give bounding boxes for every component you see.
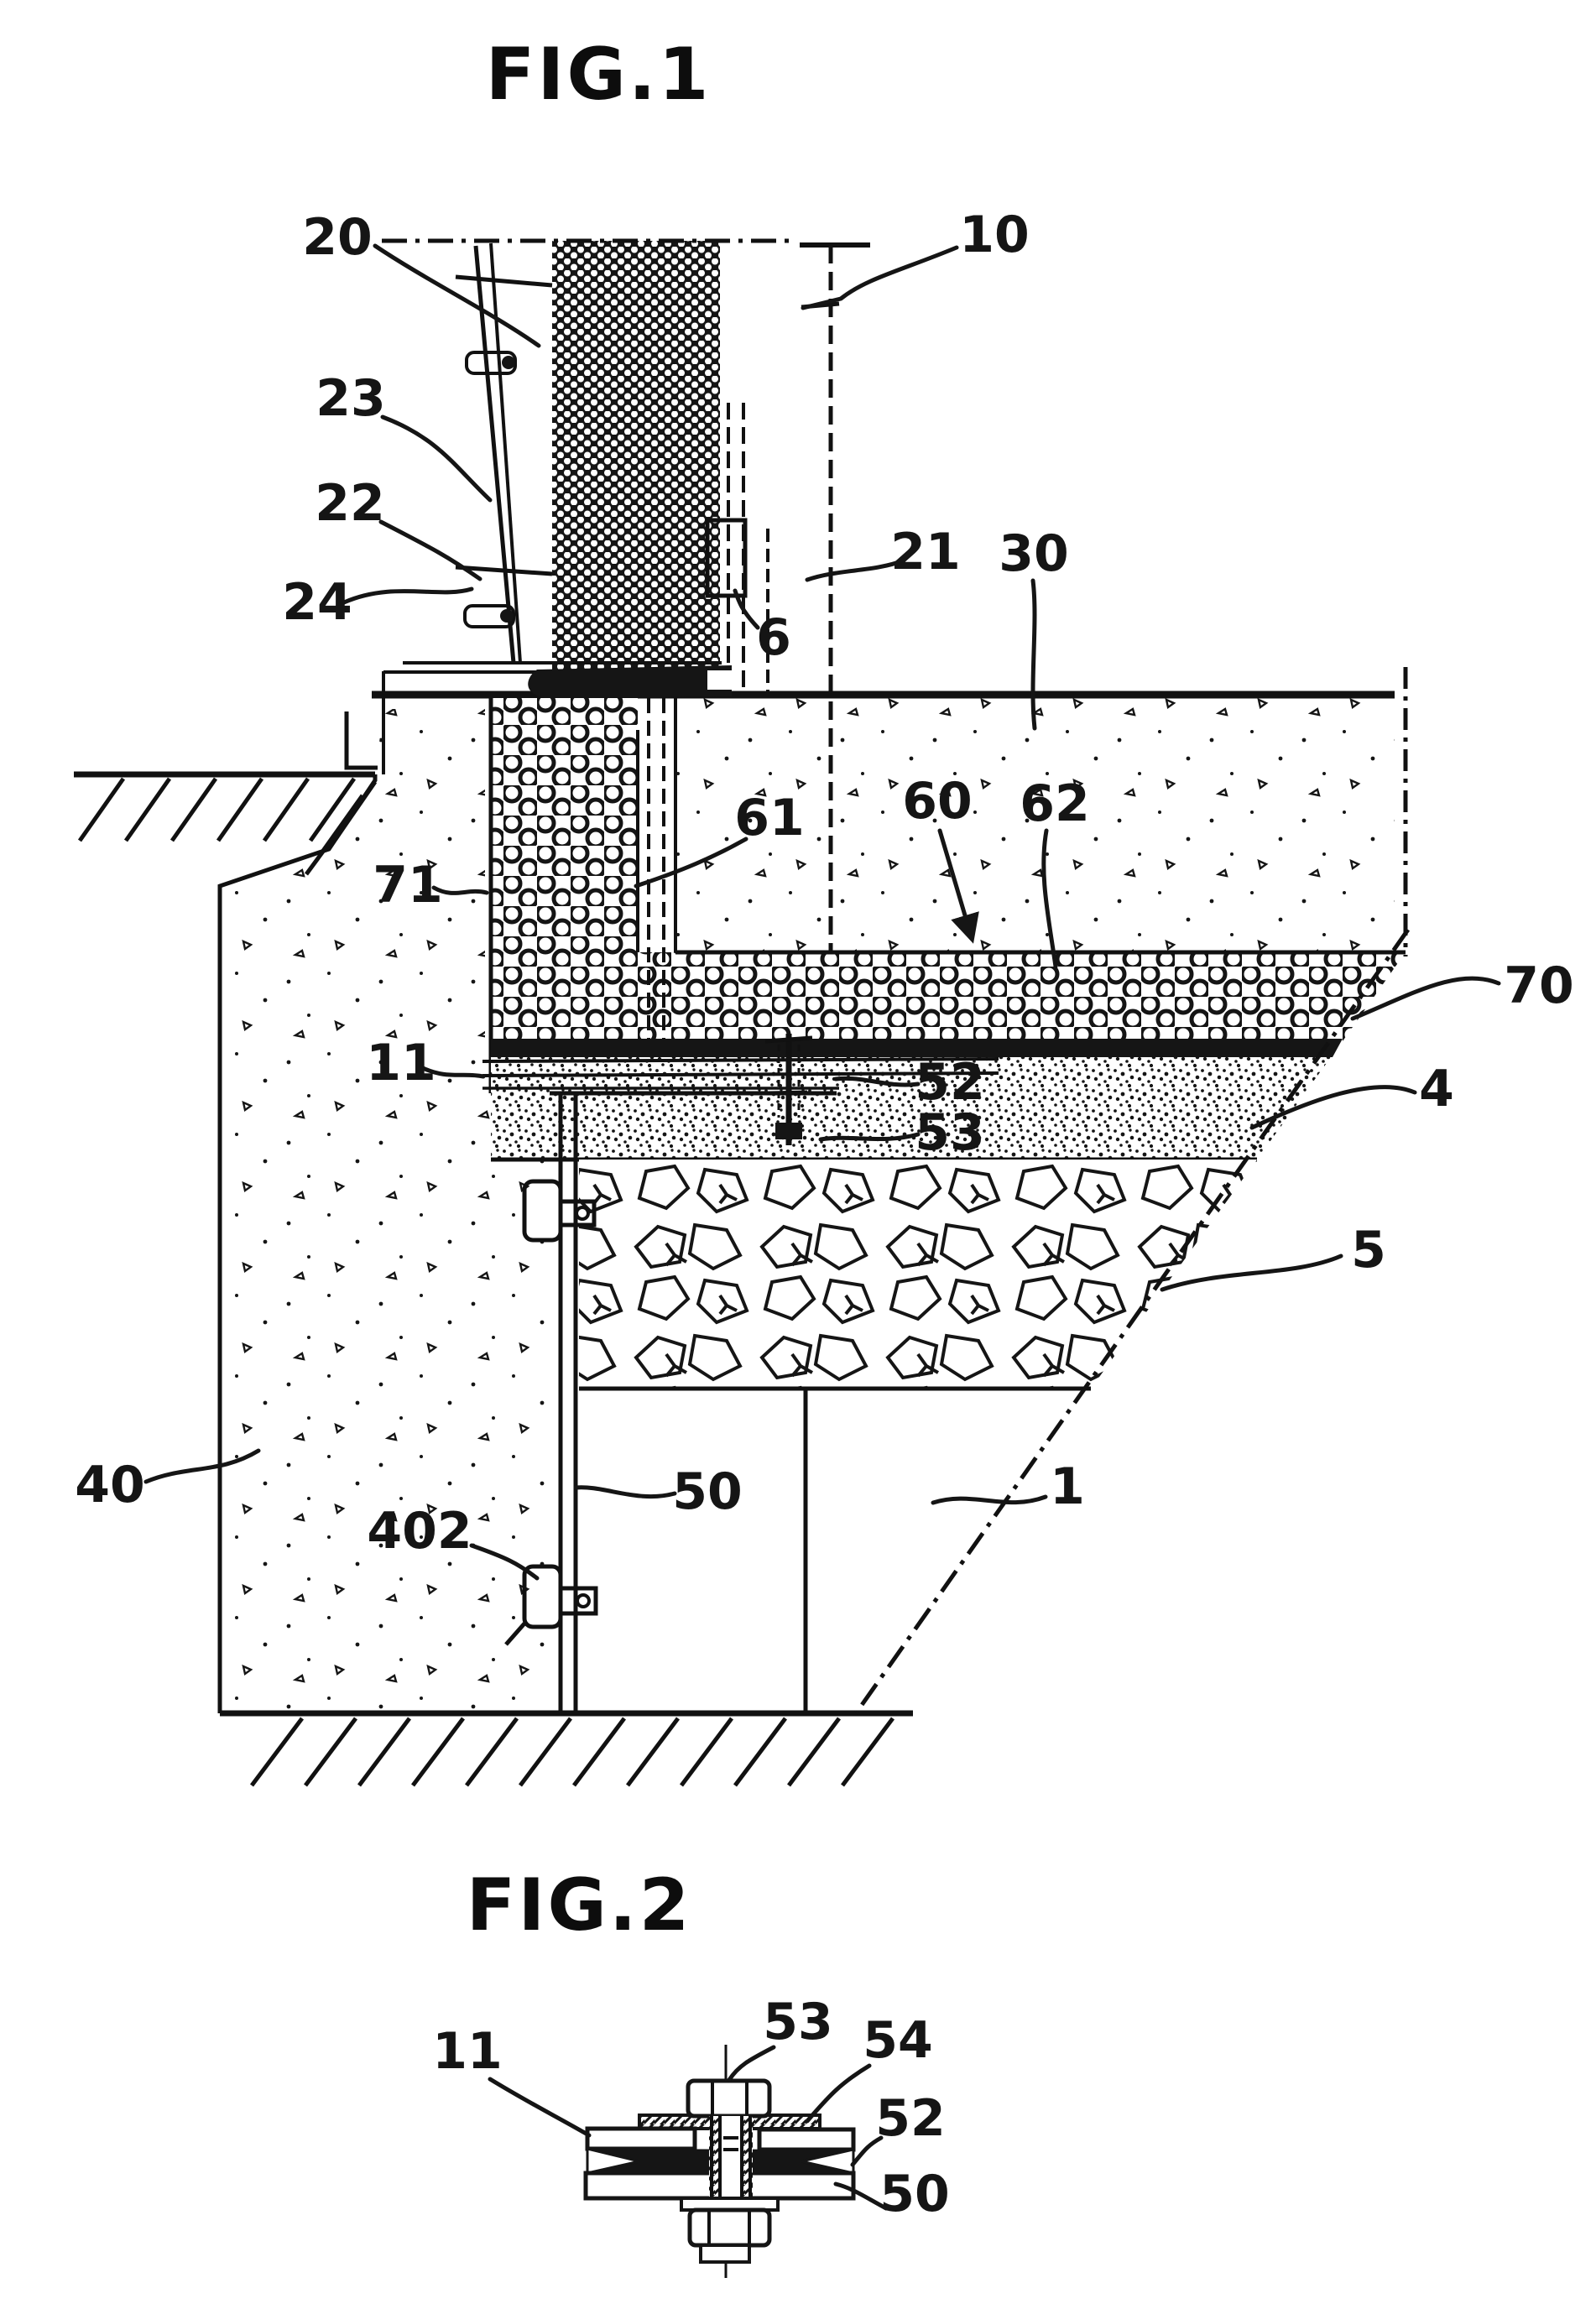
flashing-plate-left-11 — [585, 2126, 697, 2151]
hex-nut-bottom — [680, 2197, 780, 2264]
leader-fig1-24 — [342, 586, 474, 605]
ref-label-fig2-54: 54 — [863, 2011, 933, 2070]
excavation-chain-line-1 — [853, 667, 1411, 1715]
ref-label-fig1-60: 60 — [902, 772, 973, 831]
anchor-dashed-21 — [647, 403, 769, 1039]
leader-fig1-11 — [419, 1065, 486, 1079]
leader-fig1-6 — [733, 588, 760, 630]
ref-label-fig1-10: 10 — [959, 206, 1030, 264]
ref-label-fig1-52: 52 — [915, 1053, 985, 1112]
ref-label-fig1-22: 22 — [315, 474, 385, 533]
wall-column-insulation-20 — [552, 241, 720, 696]
ref-label-fig1-21: 21 — [890, 523, 961, 581]
ref-label-fig2-11: 11 — [432, 2022, 503, 2081]
hook-profile-6 — [528, 518, 748, 698]
leader-fig2-53 — [727, 2045, 776, 2082]
leader-fig1-10 — [801, 245, 959, 310]
leader-fig1-70 — [1350, 976, 1501, 1021]
leader-fig1-402 — [469, 1543, 540, 1581]
ref-label-fig1-402: 402 — [367, 1502, 472, 1561]
ref-label-fig1-6: 6 — [756, 608, 791, 667]
leader-fig1-61 — [634, 837, 748, 889]
bolt-assembly — [583, 2045, 856, 2278]
rubble-layer-5 — [579, 1160, 1257, 1391]
ref-label-fig2-50: 50 — [879, 2165, 950, 2223]
ref-label-fig1-61: 61 — [734, 789, 805, 847]
anchor-bolt-52-53 — [764, 1034, 813, 1145]
ref-label-fig1-71: 71 — [373, 856, 443, 915]
ref-label-fig1-1: 1 — [1050, 1457, 1085, 1516]
ref-label-fig1-70: 70 — [1504, 956, 1574, 1015]
drainage-layer-60 — [488, 696, 1406, 1093]
leader-fig1-21 — [805, 558, 906, 582]
leader-fig1-71 — [431, 885, 489, 895]
clamp-upper — [522, 1179, 597, 1243]
figure-title-fig-2: FIG.2 — [467, 1863, 692, 1947]
ref-label-fig1-24: 24 — [282, 573, 352, 632]
leader-fig1-52 — [833, 1076, 921, 1087]
leader-fig2-50 — [833, 2181, 889, 2211]
ref-label-fig1-53: 53 — [915, 1103, 985, 1162]
bolt-shank — [709, 2116, 753, 2200]
leader-fig2-11 — [488, 2077, 592, 2138]
arrow-fig1-60 — [937, 828, 979, 944]
foundation-slab-30 — [372, 691, 1395, 952]
leader-fig1-20 — [373, 243, 541, 348]
ref-label-fig1-20: 20 — [302, 208, 373, 267]
abutment-concrete-40 — [217, 709, 555, 1713]
ground-hatch-bottom — [220, 1710, 913, 1787]
protective-sheet-50 — [558, 1093, 578, 1713]
ref-label-fig1-4: 4 — [1419, 1060, 1454, 1118]
fig2-bolt-detail: 53 11 54 52 50 — [432, 1993, 950, 2278]
leader-fig1-30 — [1030, 578, 1037, 731]
ref-label-fig1-23: 23 — [316, 369, 386, 428]
ref-label-fig1-50: 50 — [672, 1462, 743, 1521]
leader-fig1-1 — [931, 1494, 1048, 1505]
leader-fig2-52 — [850, 2135, 884, 2167]
hex-nut-top-53 — [686, 2078, 772, 2119]
leader-fig1-22 — [378, 519, 482, 581]
leader-fig1-4 — [1249, 1085, 1417, 1130]
fig2-reference-labels: 53 11 54 52 50 — [432, 1993, 950, 2223]
clamp-402 — [504, 1564, 598, 1646]
leader-fig2-54 — [805, 2063, 872, 2124]
leader-fig1-23 — [380, 414, 493, 503]
leader-fig1-53 — [818, 1132, 921, 1142]
ref-label-fig1-30: 30 — [999, 524, 1069, 583]
flashing-plate-right-11 — [757, 2127, 856, 2152]
waterproof-band-70 — [491, 1039, 1343, 1057]
leader-fig1-50 — [573, 1485, 677, 1499]
ref-label-fig1-40: 40 — [75, 1456, 145, 1514]
ref-label-fig2-53: 53 — [763, 1993, 833, 2051]
ref-label-fig1-11: 11 — [366, 1034, 436, 1092]
ground-hatch-left — [74, 711, 378, 876]
leader-fig1-62 — [1041, 828, 1058, 969]
leader-fig1-5 — [1160, 1254, 1343, 1292]
leader-fig1-40 — [143, 1448, 261, 1484]
membrane-sheet-11 — [482, 1057, 999, 1090]
ref-label-fig2-52: 52 — [875, 2089, 946, 2148]
ref-label-fig1-62: 62 — [1020, 774, 1090, 833]
ref-label-fig1-5: 5 — [1351, 1221, 1386, 1280]
figure-title-fig-1: FIG.1 — [486, 33, 712, 117]
